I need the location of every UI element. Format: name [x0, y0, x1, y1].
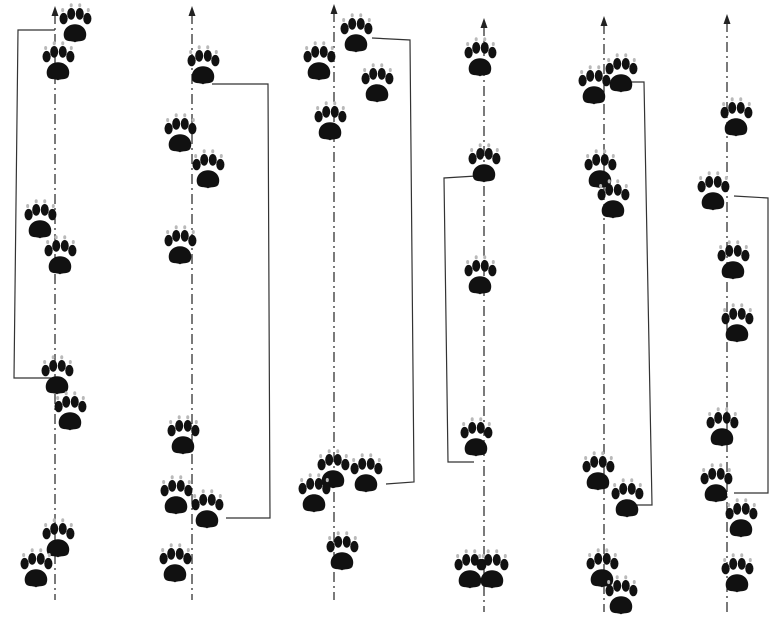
track-1-paw-print-1	[60, 3, 92, 42]
track-4-paw-print-6	[477, 549, 509, 588]
track-1-paw-print-2	[43, 41, 75, 80]
track-6-paw-print-1	[721, 97, 753, 136]
track-6-paw-print-4	[722, 303, 754, 342]
track-5	[579, 16, 652, 614]
track-5-paw-print-2	[606, 53, 638, 92]
track-2-stride-bracket	[212, 84, 270, 518]
track-5-stride-bracket	[628, 82, 652, 505]
track-2-paw-print-1	[188, 45, 220, 84]
track-2-paw-print-7	[192, 489, 224, 528]
track-6-paw-print-3	[718, 240, 750, 279]
track-1-paw-print-7	[43, 518, 75, 557]
track-5-paw-print-3	[585, 149, 617, 188]
track-2-paw-print-5	[168, 415, 200, 454]
track-6-stride-bracket	[734, 196, 768, 493]
track-3-stride-bracket	[372, 38, 414, 484]
track-2	[160, 6, 270, 600]
track-1-paw-print-6	[55, 391, 87, 430]
track-5-paw-print-1	[579, 65, 611, 104]
track-3-paw-print-2	[304, 41, 336, 80]
track-4-paw-print-3	[465, 255, 497, 294]
track-2-paw-print-8	[160, 543, 192, 582]
track-3-paw-print-4	[315, 101, 347, 140]
track-3-paw-print-8	[327, 531, 359, 570]
track-2-arrow-icon	[189, 6, 196, 16]
track-4-arrow-icon	[481, 18, 488, 28]
track-6-paw-print-2	[698, 171, 730, 210]
track-4	[444, 18, 508, 612]
track-6	[698, 14, 768, 612]
track-3-paw-print-6	[351, 453, 383, 492]
track-2-paw-print-6	[161, 475, 193, 514]
track-6-arrow-icon	[724, 14, 731, 24]
track-6-paw-print-7	[726, 498, 758, 537]
track-5-paw-print-5	[583, 451, 615, 490]
track-3-paw-print-3	[362, 63, 394, 102]
track-4-paw-print-4	[461, 417, 493, 456]
track-6-paw-print-8	[722, 553, 754, 592]
track-3	[299, 4, 414, 600]
track-2-paw-print-3	[193, 149, 225, 188]
track-1-arrow-icon	[52, 6, 59, 16]
track-1	[14, 3, 91, 600]
track-1-paw-print-8	[21, 548, 53, 587]
track-1-paw-print-3	[25, 199, 57, 238]
track-1-paw-print-4	[45, 235, 77, 274]
track-1-paw-print-5	[42, 355, 74, 394]
track-6-paw-print-5	[707, 407, 739, 446]
track-5-paw-print-7	[587, 548, 619, 587]
track-3-paw-print-1	[341, 13, 373, 52]
track-5-arrow-icon	[601, 16, 608, 26]
track-3-arrow-icon	[331, 4, 338, 14]
track-6-paw-print-6	[701, 463, 733, 502]
track-4-paw-print-1	[465, 37, 497, 76]
track-5-paw-print-6	[612, 478, 644, 517]
track-1-stride-bracket	[14, 30, 55, 378]
